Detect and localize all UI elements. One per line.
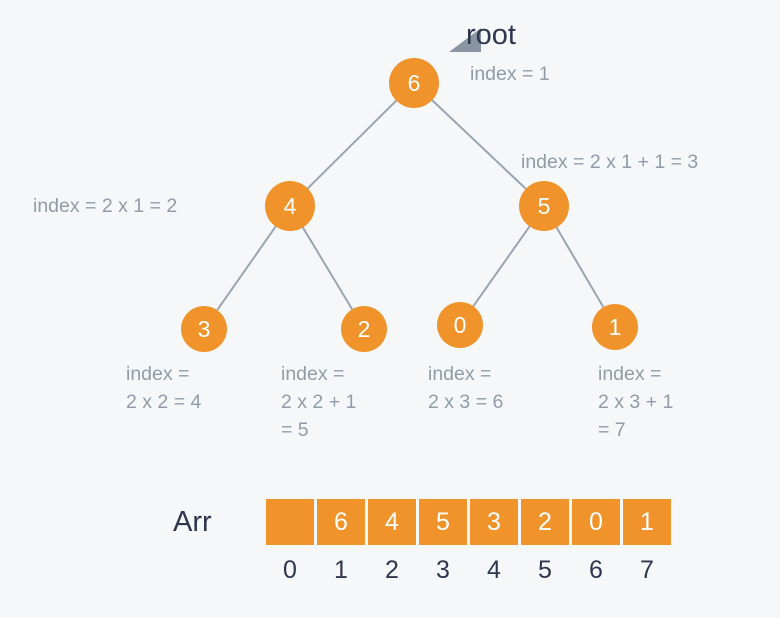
index-label-right-child: index = 2 x 1 + 1 = 3	[521, 151, 699, 173]
array-index-5: 5	[538, 556, 552, 584]
tree-edge	[555, 226, 605, 309]
index-label-left-child: index = 2 x 1 = 2	[33, 195, 178, 217]
root-label: root	[466, 19, 516, 51]
array-cell-2: 4	[368, 499, 416, 545]
index-label-leaf-3: index = 2 x 2 = 4	[126, 363, 202, 413]
tree-edge	[306, 99, 398, 190]
index-label-leaf-2: index = 2 x 2 + 1 = 5	[281, 363, 357, 441]
tree-node-6: 6	[389, 58, 439, 108]
array-cell-0	[266, 499, 314, 545]
index-label-root: index = 1	[470, 63, 550, 85]
array-index-2: 2	[385, 556, 399, 584]
triangle-pointer-icon	[449, 28, 481, 52]
tree-edge	[301, 226, 354, 311]
index-label-leaf-1: index = 2 x 3 + 1 = 7	[598, 363, 674, 441]
tree-node-5: 5	[519, 181, 569, 231]
array-index-labels: 0 1 2 3 4 5 6 7	[266, 558, 671, 583]
array-cell-1: 6	[317, 499, 365, 545]
array-index-4: 4	[487, 556, 501, 584]
tree-node-4: 4	[265, 181, 315, 231]
tree-edge	[215, 225, 278, 312]
tree-node-1: 1	[592, 304, 638, 350]
array-index-7: 7	[640, 556, 654, 584]
tree-edge	[430, 98, 528, 191]
tree-node-3: 3	[181, 306, 227, 352]
tree-node-2: 2	[341, 306, 387, 352]
array-cell-4: 3	[470, 499, 518, 545]
array-name-label: Arr	[173, 506, 212, 538]
index-label-leaf-0: index = 2 x 3 = 6	[428, 363, 504, 413]
array-cell-3: 5	[419, 499, 467, 545]
array-index-6: 6	[589, 556, 603, 584]
tree-edge	[471, 225, 531, 308]
array-cell-5: 2	[521, 499, 569, 545]
array-index-0: 0	[283, 556, 297, 584]
array-cell-7: 1	[623, 499, 671, 545]
array-cell-6: 0	[572, 499, 620, 545]
array-index-1: 1	[334, 556, 348, 584]
array-index-3: 3	[436, 556, 450, 584]
tree-node-0: 0	[437, 302, 483, 348]
